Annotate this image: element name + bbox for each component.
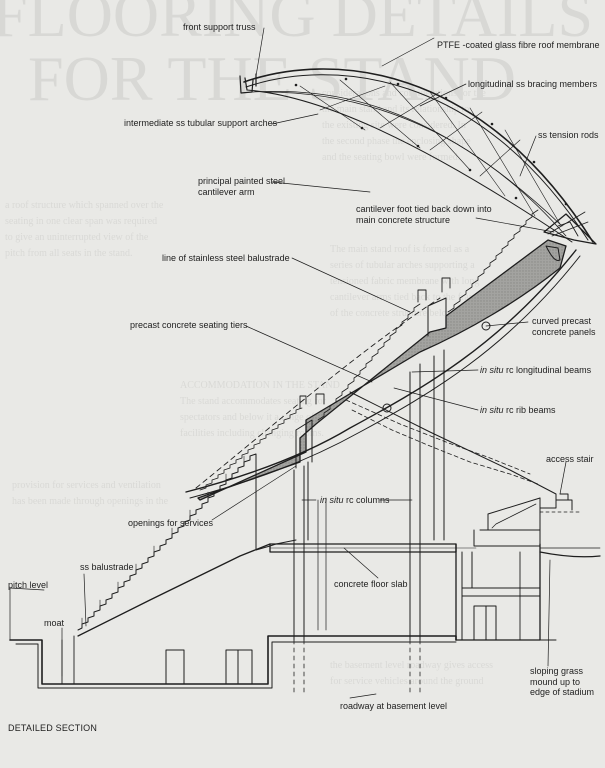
label-longitudinal-beams-prefix: in situ (480, 365, 504, 375)
support-arch (246, 89, 573, 243)
lower-seating-steps (77, 453, 297, 631)
label-front-support-truss: front support truss (183, 22, 256, 32)
label-cantilever-arm: principal painted steel cantilever arm (198, 176, 286, 197)
label-access-stair: access stair (546, 454, 594, 464)
label-intermediate-arches: intermediate ss tubular support arches (124, 118, 278, 128)
label-columns: in situ rc columns (320, 495, 390, 506)
rc-columns (293, 349, 445, 641)
label-longitudinal-bracing: longitudinal ss bracing members (468, 79, 598, 89)
lower-stand (9, 453, 601, 697)
seating-steps (199, 209, 539, 491)
roof-membrane (243, 68, 594, 243)
label-cantilever-foot: cantilever foot tied back down into main… (356, 204, 492, 225)
label-rib-beams-prefix: in situ (480, 405, 504, 415)
label-balustrade-line: line of stainless steel balustrade (162, 253, 290, 263)
label-concrete-floor-slab: concrete floor slab (334, 579, 408, 589)
label-seating-tiers: precast concrete seating tiers (130, 320, 248, 330)
access-stair (345, 391, 581, 547)
label-moat: moat (44, 618, 65, 628)
label-pitch-level: pitch level (8, 580, 49, 590)
label-rib-beams-text: rc rib beams (506, 405, 556, 415)
figure-caption: DETAILED SECTION (8, 723, 98, 733)
seating-concrete-fill (197, 239, 567, 501)
ground-line (9, 635, 457, 685)
label-columns-text: rc columns (346, 495, 390, 505)
roadway-dashed-lines (293, 639, 421, 697)
upper-seating-tier (185, 209, 581, 501)
label-ss-balustrade: ss balustrade (80, 562, 134, 572)
leader-lines (9, 27, 567, 699)
label-longitudinal-beams-text: rc longitudinal beams (506, 365, 592, 375)
label-ptfe-membrane: PTFE -coated glass fibre roof membrane (437, 40, 600, 50)
label-longitudinal-beams: in situ rc longitudinal beams (480, 365, 591, 376)
label-columns-prefix: in situ (320, 495, 344, 505)
label-sloping-grass-mound: sloping grass mound up to edge of stadiu… (530, 666, 595, 697)
door (165, 649, 185, 685)
curved-precast-panels (185, 249, 577, 493)
label-openings-services: openings for services (128, 518, 214, 528)
label-tension-rods: ss tension rods (538, 130, 599, 140)
sloping-grass-mound (539, 551, 601, 558)
balustrade-line (195, 297, 441, 489)
label-roadway: roadway at basement level (340, 701, 448, 711)
label-rib-beams: in situ rc rib beams (480, 405, 556, 416)
roof-structure (239, 68, 597, 245)
label-curved-panels: curved precast concrete panels (532, 316, 596, 337)
